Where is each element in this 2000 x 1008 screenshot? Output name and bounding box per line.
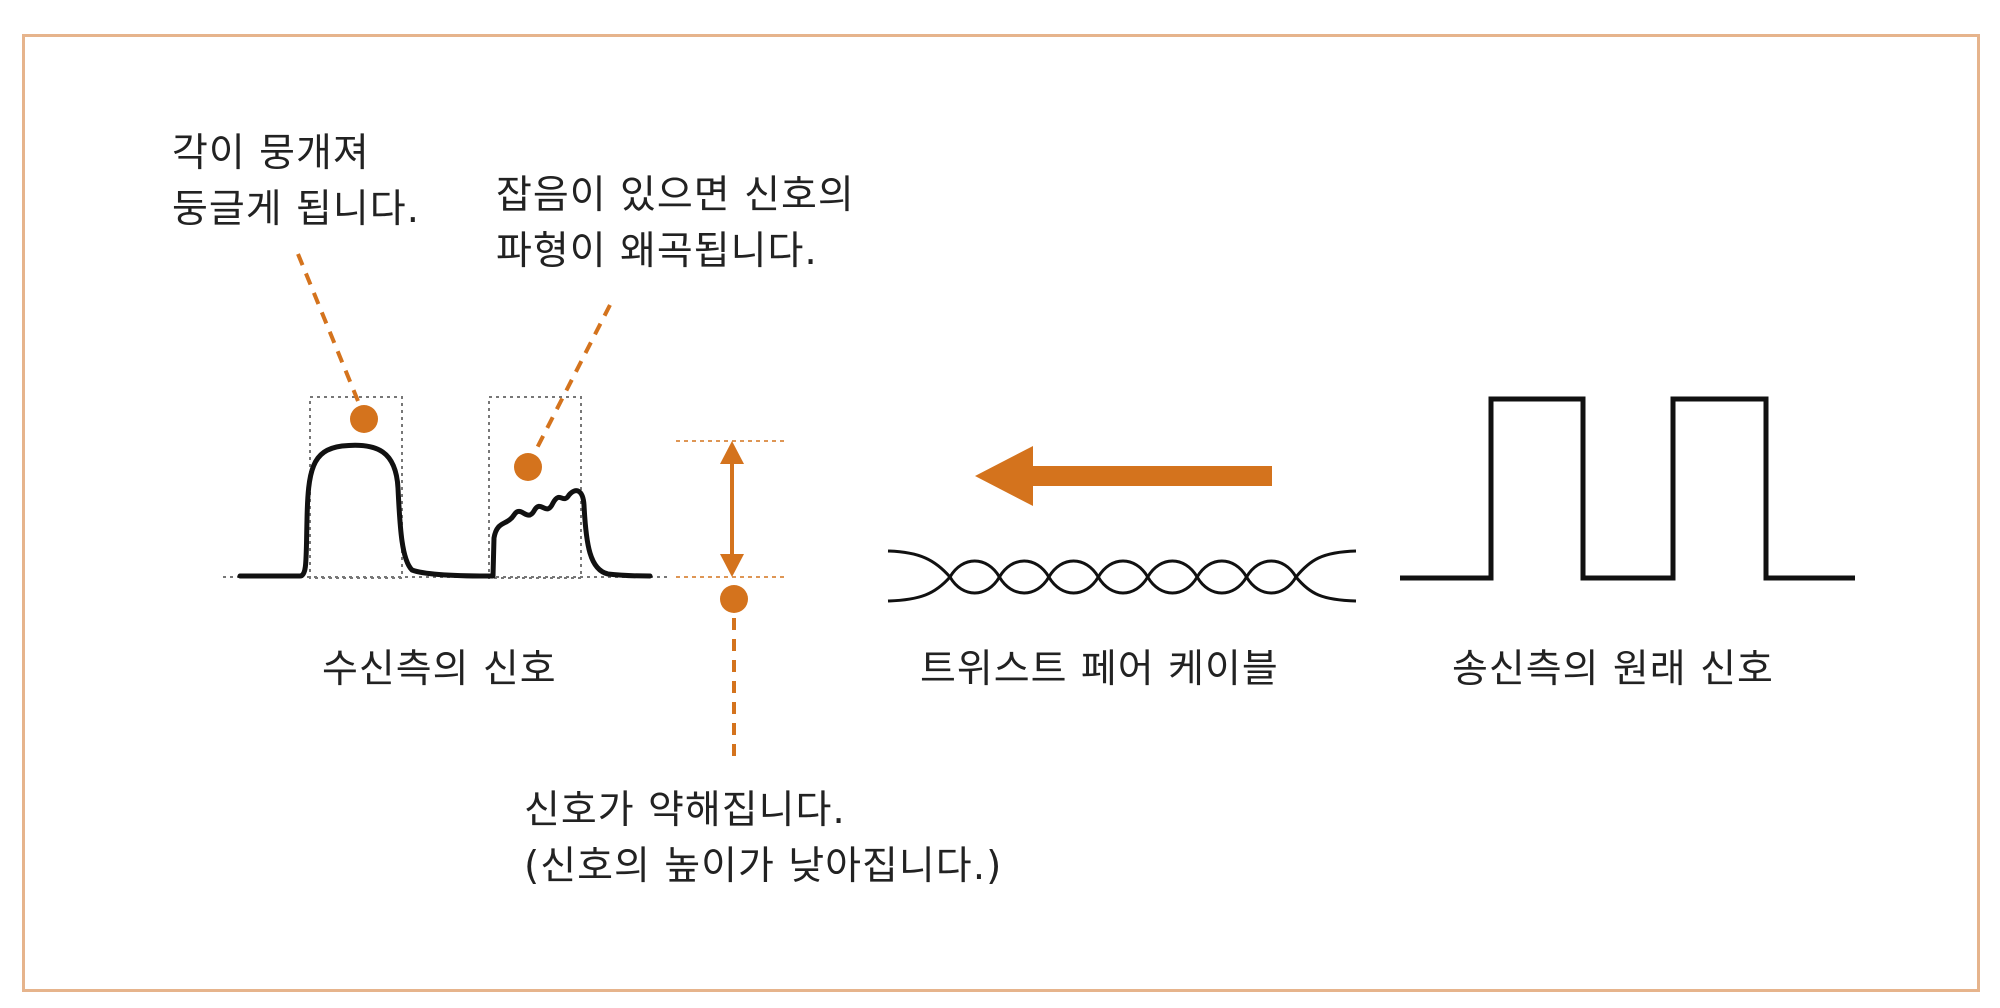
attenuation-arrow-top-head <box>720 441 744 464</box>
noise-line-2: 파형이 왜곡됩니다. <box>496 229 818 274</box>
received-signal-label: 수신측의 신호 <box>322 647 557 692</box>
direction-arrow-shaft <box>1026 466 1272 486</box>
noise-annotation: 잡음이 있으면 신호의 파형이 왜곡됩니다. <box>496 168 855 280</box>
rounded-corner-leader <box>296 253 360 402</box>
attenuation-line-2: (신호의 높이가 낮아집니다.) <box>524 844 1003 889</box>
rounded-corner-line-2: 둥글게 됩니다. <box>172 187 421 232</box>
twisted-pair-cable-icon <box>887 549 1357 603</box>
noise-line-1: 잡음이 있으면 신호의 <box>496 173 855 218</box>
attenuation-arrow-bottom-head <box>720 554 744 577</box>
original-signal-waveform <box>1400 396 1855 581</box>
cable-strand-a <box>887 549 1357 595</box>
noise-marker <box>514 453 542 481</box>
received-signal-waveform <box>237 442 653 579</box>
cable-strand-b <box>887 559 1357 603</box>
attenuation-marker <box>720 585 748 613</box>
rounded-corner-annotation: 각이 뭉개져 둥글게 됩니다. <box>172 126 420 238</box>
noise-highlight-box <box>488 396 582 579</box>
twisted-pair-label: 트위스트 페어 케이블 <box>920 647 1279 692</box>
diagram-frame <box>22 34 1980 992</box>
rounded-corner-marker <box>350 405 378 433</box>
attenuation-annotation: 신호가 약해집니다. (신호의 높이가 낮아집니다.) <box>524 783 1002 895</box>
noise-leader <box>535 304 612 449</box>
arrow-left-icon <box>975 446 1033 506</box>
rounded-corner-line-1: 각이 뭉개져 <box>172 131 370 176</box>
original-signal-label: 송신측의 원래 신호 <box>1452 647 1774 692</box>
attenuation-line-1: 신호가 약해집니다. <box>524 788 846 833</box>
